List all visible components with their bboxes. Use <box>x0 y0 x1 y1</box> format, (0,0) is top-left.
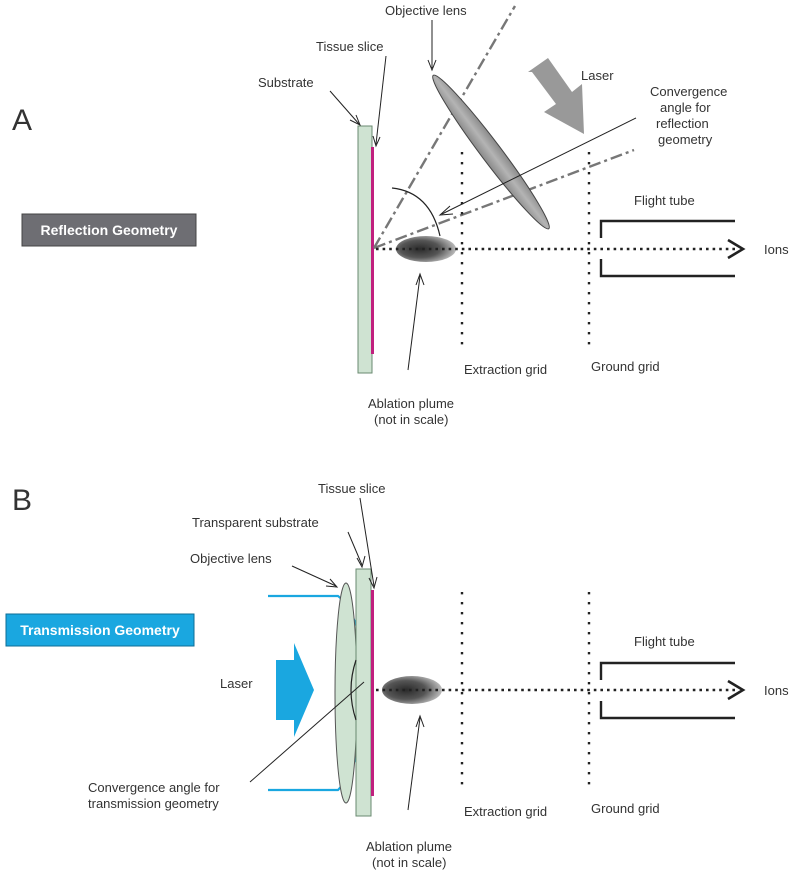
ablation-plume-a <box>396 236 456 262</box>
convergence-pointer-head-a <box>438 205 454 216</box>
laser-arrow-blue <box>276 643 314 737</box>
panel-b-letter: B <box>12 484 32 517</box>
plume-label-a-line2: (not in scale) <box>374 412 448 427</box>
plume-pointer-head-b <box>415 714 425 728</box>
tissue-slice-pointer-head-b <box>368 576 378 590</box>
transmission-badge-bg <box>5 613 195 647</box>
laser-beam-lower <box>373 148 635 250</box>
tissue-slice-b <box>371 590 374 796</box>
plume-pointer-a <box>407 275 421 371</box>
objective-lens-label-a: Objective lens <box>385 3 467 18</box>
laser-label-b: Laser <box>220 676 253 691</box>
plume-label-a: Ablation plume (not in scale) <box>368 396 458 427</box>
objective-lens-pointer-head-b <box>325 578 339 588</box>
substrate-label: Substrate <box>258 75 314 90</box>
ions-label-b: Ions <box>764 683 789 698</box>
reflection-badge-label: Reflection Geometry <box>41 222 178 238</box>
flight-tube-bottom-b <box>599 701 735 720</box>
reflection-geometry-badge: Reflection Geometry <box>21 213 197 247</box>
plume-label-a-line1: Ablation plume <box>368 396 454 411</box>
panel-b: B Transmission Geometry <box>5 481 789 870</box>
ion-arrowhead-b <box>727 679 746 701</box>
ground-grid-label-b: Ground grid <box>591 801 660 816</box>
extraction-grid-label-a: Extraction grid <box>464 362 547 377</box>
convergence-pointer-b <box>249 681 365 783</box>
ground-grid-label-a: Ground grid <box>591 359 660 374</box>
objective-lens-label-b: Objective lens <box>190 551 272 566</box>
convergence-label-a: Convergence angle for reflection geometr… <box>650 84 731 147</box>
flight-tube-label-b: Flight tube <box>634 634 695 649</box>
substrate <box>357 125 373 374</box>
ablation-plume-b <box>382 676 442 704</box>
convergence-angle-arc <box>391 187 441 237</box>
objective-lens-pointer-b <box>291 565 337 587</box>
convergence-pointer-a <box>441 117 637 215</box>
convergence-label-b-line1: Convergence angle for <box>88 780 220 795</box>
tissue-slice-pointer-a <box>375 55 387 145</box>
tissue-slice-label-a: Tissue slice <box>316 39 383 54</box>
convergence-label-a-line4: geometry <box>658 132 713 147</box>
transparent-substrate-pointer <box>347 531 363 566</box>
plume-pointer-b <box>407 717 421 811</box>
tissue-slice-label-b: Tissue slice <box>318 481 385 496</box>
transparent-substrate-label: Transparent substrate <box>192 515 319 530</box>
flight-tube-top-b <box>599 661 735 680</box>
plume-label-b-line1: Ablation plume <box>366 839 452 854</box>
plume-label-b-line2: (not in scale) <box>372 855 446 870</box>
transparent-substrate-pointer-head <box>356 555 366 569</box>
objective-lens-b <box>334 582 358 804</box>
panel-a: A Reflection Geometry <box>12 3 789 427</box>
transmission-geometry-badge: Transmission Geometry <box>5 613 195 647</box>
flight-tube-bottom-a <box>599 259 735 278</box>
convergence-angle-arc-b <box>350 659 357 721</box>
laser-label-a: Laser <box>581 68 614 83</box>
convergence-label-a-line3: reflection <box>656 116 709 131</box>
convergence-label-a-line2: angle for <box>660 100 711 115</box>
laser-beam-upper <box>372 5 517 249</box>
substrate-pointer-head <box>349 114 361 127</box>
reflection-badge-bg <box>21 213 197 247</box>
laser-arrow-gray <box>528 58 584 134</box>
substrate-pointer <box>329 90 360 125</box>
plume-label-b: Ablation plume (not in scale) <box>366 839 456 870</box>
convergence-label-b-line2: transmission geometry <box>88 796 219 811</box>
objective-lens-pointer-head-a <box>427 59 437 72</box>
tissue-slice-pointer-head-a <box>372 135 381 148</box>
convergence-label-b: Convergence angle for transmission geome… <box>88 780 223 811</box>
plume-pointer-head-a <box>415 272 425 286</box>
objective-lens-a <box>432 74 550 230</box>
tissue-slice <box>371 147 374 354</box>
tissue-slice-pointer-b <box>359 497 375 587</box>
convergence-label-a-line1: Convergence <box>650 84 727 99</box>
ion-arrowhead-a <box>727 238 746 260</box>
transmission-badge-label: Transmission Geometry <box>20 622 180 638</box>
panel-a-letter: A <box>12 104 32 137</box>
flight-tube-label-a: Flight tube <box>634 193 695 208</box>
flight-tube-top-a <box>599 219 735 238</box>
extraction-grid-label-b: Extraction grid <box>464 804 547 819</box>
ions-label-a: Ions <box>764 242 789 257</box>
transparent-substrate <box>355 568 372 817</box>
